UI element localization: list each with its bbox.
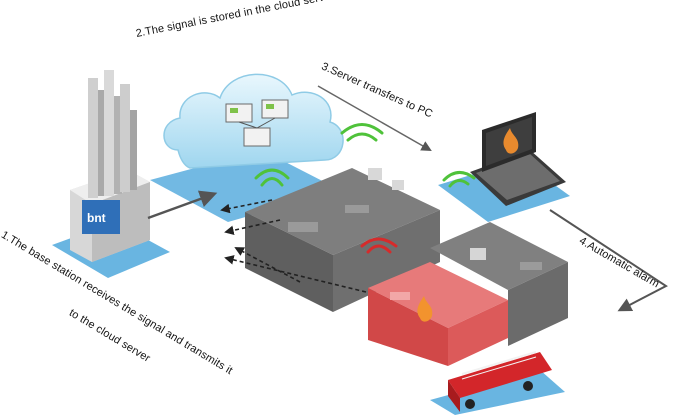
arrow-base-to-cloud bbox=[147, 190, 218, 220]
arrow-alarm bbox=[549, 209, 668, 312]
dashed-signal-arrows bbox=[220, 199, 367, 293]
room-upper-left bbox=[245, 168, 440, 312]
wifi-alarm-signal-icon bbox=[360, 237, 398, 254]
wifi-signal-icon bbox=[254, 123, 476, 188]
base-station-sign-text: bnt bbox=[87, 211, 106, 225]
laptop-pc-icon bbox=[438, 112, 570, 222]
base-station-icon: bnt bbox=[52, 70, 170, 278]
room-right bbox=[430, 222, 568, 346]
flame-icon bbox=[417, 296, 433, 322]
cloud-server-icon bbox=[150, 73, 344, 222]
fire-truck-icon bbox=[430, 351, 565, 415]
arrow-cloud-to-pc bbox=[317, 85, 432, 152]
room-alarm-fire bbox=[368, 262, 508, 366]
